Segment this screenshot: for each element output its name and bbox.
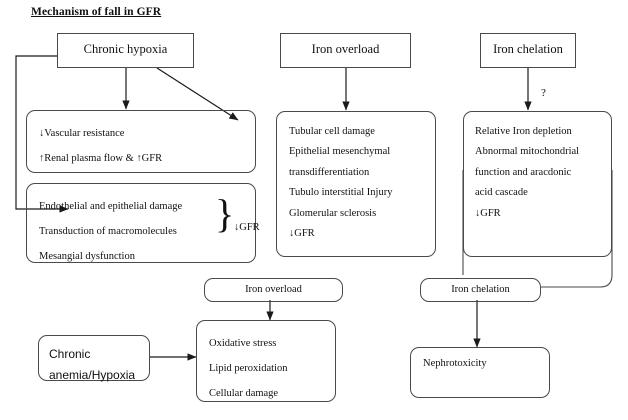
edge-hypoxia-to-iron-overload-effects <box>156 67 239 121</box>
node-iron-overload-effects[interactable]: Tubular cell damage Epithelial mesenchym… <box>276 111 436 257</box>
node-iron-chelation-effects-label: Relative Iron depletion Abnormal mitocho… <box>475 126 580 219</box>
page-title: Mechanism of fall in GFR <box>31 6 162 18</box>
uncertain-link-marker: ? <box>541 87 546 99</box>
node-nephrotoxicity[interactable]: Nephrotoxicity <box>410 347 550 398</box>
node-iron-chelation-effects[interactable]: Relative Iron depletion Abnormal mitocho… <box>463 111 612 257</box>
node-chronic-hypoxia[interactable]: Chronic hypoxia <box>57 33 194 68</box>
node-nephrotoxicity-label: Nephrotoxicity <box>423 358 487 369</box>
node-iron-overload-top-label: Iron overload <box>311 42 380 56</box>
node-iron-chelation-mid-label: Iron chelation <box>451 284 510 295</box>
node-structural-damage-outcome-label: ↓GFR <box>234 222 260 233</box>
node-iron-chelation-top-label: Iron chelation <box>493 42 563 56</box>
node-hemodynamics[interactable]: ↓Vascular resistance ↑Renal plasma flow … <box>26 110 256 173</box>
edge-chelation-mid-to-box <box>541 170 613 288</box>
node-chronic-anemia[interactable]: Chronic anemia/Hypoxia <box>38 335 150 382</box>
node-iron-overload-mid-label: Iron overload <box>245 284 302 295</box>
node-iron-overload-top[interactable]: Iron overload <box>280 33 411 68</box>
node-chronic-anemia-label: Chronic anemia/Hypoxia <box>49 347 136 382</box>
node-iron-chelation-mid[interactable]: Iron chelation <box>420 278 541 302</box>
edge-hypoxia-to-structural-damage <box>15 55 69 213</box>
node-iron-overload-mid[interactable]: Iron overload <box>204 278 343 302</box>
node-iron-overload-effects-label: Tubular cell damage Epithelial mesenchym… <box>289 126 393 240</box>
node-chronic-hypoxia-label: Chronic hypoxia <box>83 42 168 56</box>
node-oxidative-cascade-label: Oxidative stress Lipid peroxidation Cell… <box>209 338 288 400</box>
node-oxidative-cascade[interactable]: Oxidative stress Lipid peroxidation Cell… <box>196 320 336 402</box>
node-iron-chelation-top[interactable]: Iron chelation <box>480 33 576 68</box>
node-structural-damage-label: Endothelial and epithelial damage Transd… <box>39 201 183 263</box>
brace-icon: } <box>215 191 235 236</box>
node-structural-damage[interactable]: Endothelial and epithelial damage Transd… <box>26 183 260 263</box>
node-hemodynamics-label: ↓Vascular resistance ↑Renal plasma flow … <box>39 128 163 165</box>
